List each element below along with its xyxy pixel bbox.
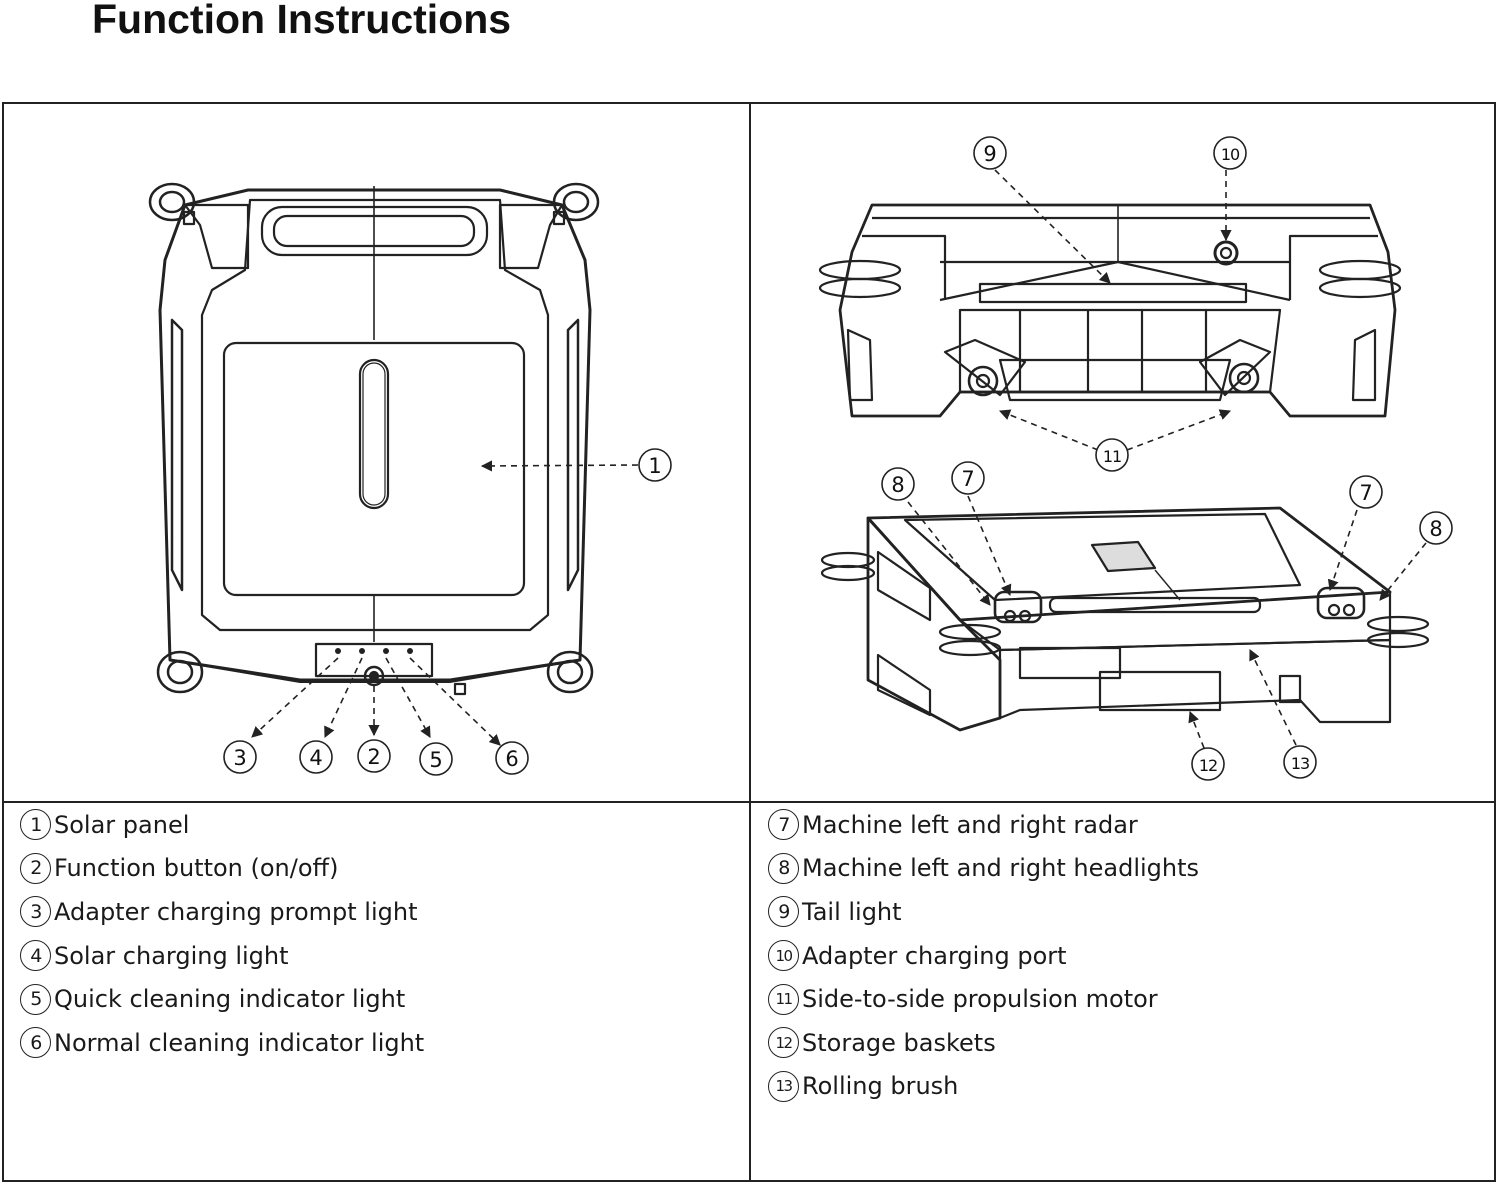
robot-rear-view: [818, 203, 1402, 418]
legend-number: 4: [20, 940, 51, 972]
callout-markers: 1 3 4 2 5 6 9 10: [223, 136, 1453, 781]
callout-12: 12: [1191, 747, 1225, 781]
legend-number: 11: [768, 983, 799, 1015]
robot-front-view: [820, 506, 1430, 732]
callout-13: 13: [1283, 745, 1317, 779]
svg-text:10: 10: [1221, 145, 1240, 164]
svg-text:7: 7: [961, 467, 974, 491]
callout-10: 10: [1213, 136, 1247, 170]
rear-view-tail-light: [978, 282, 1248, 304]
front-view-headlights: [993, 586, 1366, 624]
svg-text:7: 7: [1359, 481, 1372, 505]
legend-number: 8: [768, 852, 799, 884]
legend-text: Function button (on/off): [54, 854, 339, 883]
legend-text: Adapter charging port: [802, 941, 1067, 970]
rear-view-charging-port: [1213, 240, 1239, 266]
svg-text:5: 5: [429, 748, 442, 772]
legend-text: Solar charging light: [54, 941, 289, 970]
robot-top-view: [148, 182, 600, 696]
svg-text:6: 6: [505, 747, 518, 771]
svg-text:13: 13: [1291, 754, 1309, 773]
callout-8-right: 8: [1419, 511, 1453, 545]
legend-number: 10: [768, 940, 799, 972]
callout-7-right: 7: [1349, 475, 1383, 509]
callout-7-left: 7: [951, 461, 985, 495]
callout-4: 4: [299, 740, 333, 774]
legend-text: Machine left and right radar: [802, 810, 1138, 839]
top-view-callout-lines: [251, 460, 639, 746]
legend-text: Adapter charging prompt light: [54, 897, 418, 926]
callout-8-left: 8: [881, 467, 915, 501]
page-title: Function Instructions: [92, 0, 512, 42]
callout-3: 3: [223, 740, 257, 774]
callout-2: 2: [357, 739, 391, 773]
legend-text: Storage baskets: [802, 1028, 996, 1057]
grid-horizontal-divider: [2, 801, 1496, 803]
svg-text:8: 8: [1429, 517, 1442, 541]
svg-text:4: 4: [309, 746, 322, 770]
svg-text:2: 2: [367, 745, 380, 769]
front-view-side: [866, 516, 1002, 732]
legend-number: 13: [768, 1070, 799, 1102]
legend-number: 1: [20, 809, 51, 841]
legend-number: 7: [768, 809, 799, 841]
svg-text:12: 12: [1199, 756, 1217, 775]
legend-text: Machine left and right headlights: [802, 854, 1200, 883]
callout-11: 11: [1095, 438, 1129, 472]
callout-5: 5: [419, 742, 453, 776]
legend-number: 6: [20, 1027, 51, 1059]
legend-number: 3: [20, 896, 51, 928]
front-view-callout-lines: [907, 495, 1427, 749]
legend-number: 2: [20, 852, 51, 884]
svg-text:11: 11: [1103, 447, 1121, 466]
legend-number: 12: [768, 1027, 799, 1059]
top-view-inner-body: [200, 198, 550, 632]
legend-number: 9: [768, 896, 799, 928]
callout-1: 1: [638, 448, 672, 482]
rear-view-callout-lines: [994, 169, 1232, 451]
svg-text:3: 3: [233, 746, 246, 770]
rear-view-motors: [943, 338, 1272, 397]
legend-text: Quick cleaning indicator light: [54, 985, 406, 1014]
svg-text:8: 8: [891, 473, 904, 497]
callout-6: 6: [495, 741, 529, 775]
legend-number: 5: [20, 983, 51, 1015]
legend-text: Side-to-side propulsion motor: [802, 985, 1158, 1014]
front-view-storage-basket: [1098, 670, 1222, 712]
legend-text: Rolling brush: [802, 1072, 959, 1101]
legend-text: Tail light: [802, 897, 902, 926]
callout-9: 9: [973, 136, 1007, 170]
svg-text:9: 9: [983, 142, 996, 166]
grid-vertical-divider: [749, 102, 751, 1182]
svg-text:1: 1: [648, 454, 661, 478]
legend-text: Normal cleaning indicator light: [54, 1028, 425, 1057]
legend-text: Solar panel: [54, 810, 190, 839]
top-view-solar-panel: [222, 341, 526, 597]
